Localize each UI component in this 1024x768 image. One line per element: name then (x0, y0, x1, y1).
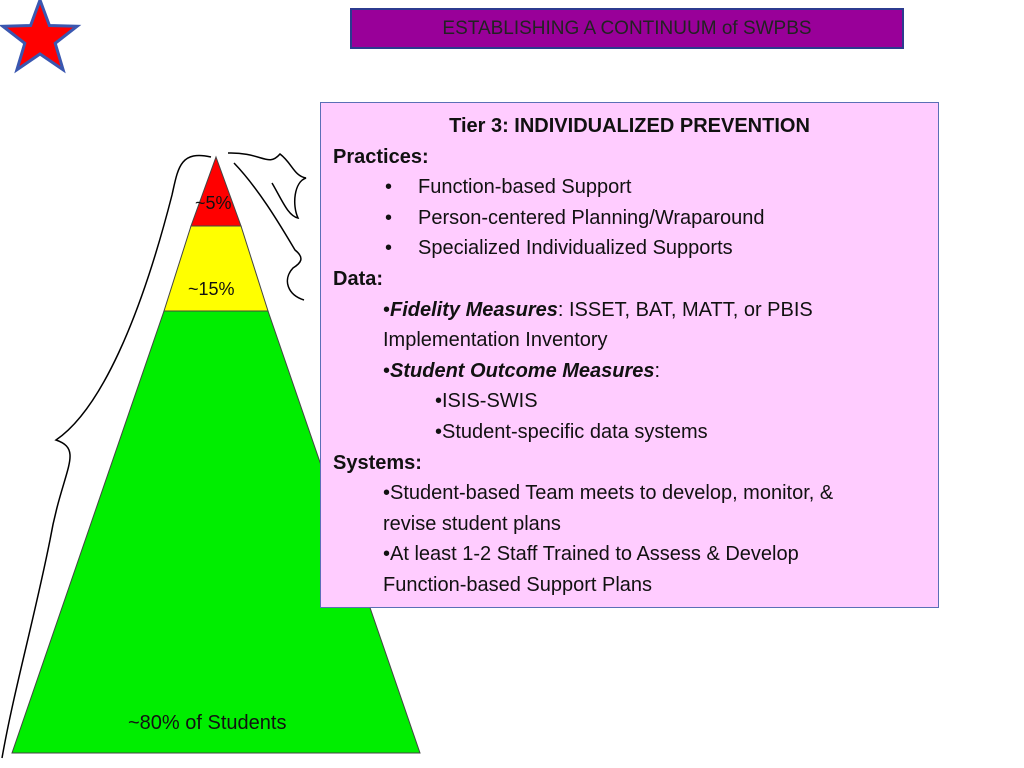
practice-item: •Person-centered Planning/Wraparound (385, 206, 765, 229)
systems-item-continuation: Function-based Support Plans (383, 573, 653, 596)
systems-label: Systems: (333, 451, 422, 474)
brace-tier-3 (227, 152, 307, 220)
systems-item: •At least 1-2 Staff Trained to Assess & … (383, 543, 799, 566)
outcome-measures-item: •Student Outcome Measures: (333, 356, 926, 387)
practice-item-text: Function-based Support (418, 176, 632, 199)
fidelity-measures-text: : ISSET, BAT, MATT, or PBIS (557, 298, 813, 321)
tier-1-percent-label: ~80% of Students (128, 712, 287, 734)
systems-item-continuation: revise student plans (383, 512, 561, 535)
brace-tier-2 (233, 162, 305, 301)
practice-item-text: Person-centered Planning/Wraparound (418, 206, 765, 229)
bullet: • (383, 359, 391, 382)
fidelity-measures-label: Fidelity Measures (390, 298, 558, 321)
outcome-measures-suffix: : (654, 359, 661, 382)
brace-all-tiers (1, 154, 212, 759)
bullet: • (383, 298, 391, 321)
outcome-item: •Student-specific data systems (435, 420, 708, 443)
practice-item: •Function-based Support (385, 176, 632, 199)
outcome-measures-label: Student Outcome Measures (390, 359, 655, 382)
fidelity-measures-item: •Fidelity Measures: ISSET, BAT, MATT, or… (333, 295, 926, 326)
data-label: Data: (333, 267, 384, 290)
tier-2-percent-label: ~15% (188, 279, 235, 299)
tier-3-percent-label: ~5% (195, 193, 232, 213)
tier-3-description-box: Tier 3: INDIVIDUALIZED PREVENTION Practi… (320, 102, 939, 608)
practices-label: Practices: (333, 145, 429, 168)
star-icon (0, 0, 82, 74)
practice-item-text: Specialized Individualized Supports (418, 237, 733, 260)
tier-heading: Tier 3: INDIVIDUALIZED PREVENTION (449, 115, 810, 137)
slide-title: ESTABLISHING A CONTINUUM of SWPBS (350, 8, 904, 49)
pyramid-tier-3 (190, 155, 242, 227)
fidelity-measures-continuation: Implementation Inventory (383, 329, 608, 352)
practice-item: •Specialized Individualized Supports (385, 237, 733, 260)
systems-item: •Student-based Team meets to develop, mo… (383, 482, 834, 505)
outcome-item: •ISIS-SWIS (435, 390, 538, 413)
